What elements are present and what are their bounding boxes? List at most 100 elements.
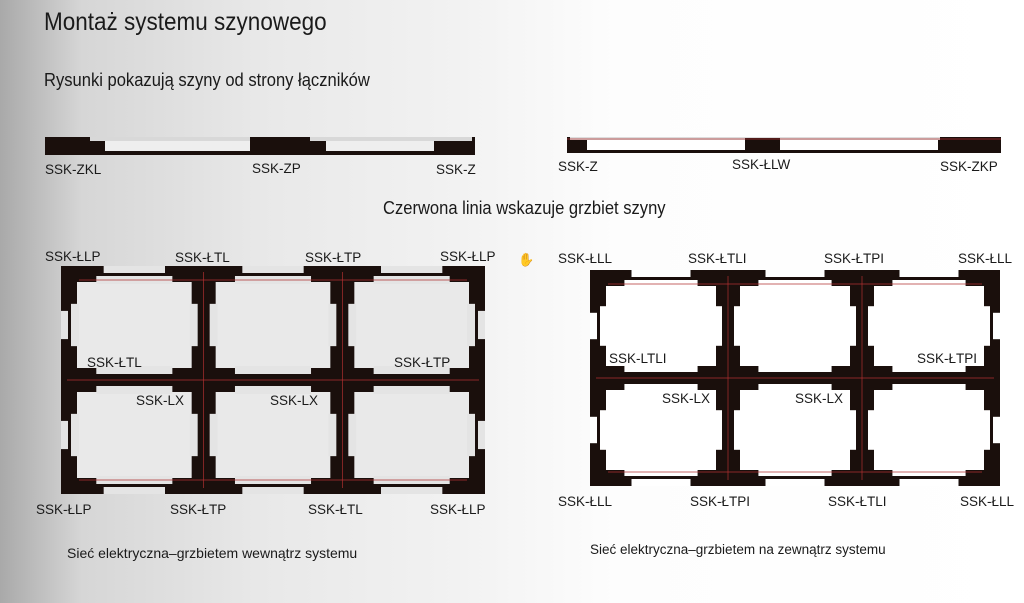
connector-gap bbox=[993, 312, 1000, 340]
rail-label: SSK-ZKP bbox=[940, 159, 998, 174]
grid-label: SSK-ŁLP bbox=[440, 249, 496, 264]
grid-label: SSK-ŁLP bbox=[430, 502, 486, 517]
rail-gap bbox=[310, 137, 472, 141]
connector-gap bbox=[467, 413, 475, 457]
left-caption: Sieć elektryczna–grzbietem wewnątrz syst… bbox=[67, 545, 358, 561]
grid-label: SSK-ŁLL bbox=[960, 494, 1015, 509]
grid-label: SSK-ŁTL bbox=[175, 250, 230, 265]
page-title: Montaż systemu szynowego bbox=[44, 8, 327, 36]
grid-cell bbox=[215, 282, 331, 368]
grid-label: SSK-ŁLL bbox=[558, 494, 613, 509]
connector-gap bbox=[348, 303, 357, 347]
connector-gap bbox=[61, 310, 68, 340]
connector-gap bbox=[209, 413, 218, 457]
grid-label: SSK-ŁTPI bbox=[690, 494, 751, 509]
grid-label: SSK-ŁLL bbox=[958, 251, 1013, 266]
grid-cell bbox=[740, 286, 850, 366]
connector-gap bbox=[234, 386, 312, 394]
connector-gap bbox=[590, 416, 597, 444]
rail-label: SSK-Z bbox=[436, 162, 476, 177]
connector-gap bbox=[209, 303, 218, 347]
connector-gap bbox=[848, 306, 856, 346]
rail-label: SSK-Z bbox=[558, 159, 598, 174]
right-caption: Sieć elektryczna–grzbietem na zewnątrz s… bbox=[590, 542, 886, 557]
grid-cell bbox=[354, 282, 469, 368]
grid-cell bbox=[740, 390, 850, 470]
grid-cell bbox=[354, 392, 469, 478]
connector-gap bbox=[631, 479, 691, 486]
connector-gap bbox=[328, 303, 337, 347]
connector-gap bbox=[982, 410, 990, 450]
grid-label: SSK-ŁTLI bbox=[828, 494, 887, 509]
grid-cell bbox=[215, 392, 331, 478]
connector-gap bbox=[993, 416, 1000, 444]
connector-gap bbox=[765, 479, 825, 486]
connector-gap bbox=[734, 306, 742, 346]
connector-gap bbox=[982, 306, 990, 346]
grid-label: SSK-ŁTP bbox=[170, 502, 227, 517]
grid-label: SSK-LX bbox=[662, 391, 711, 406]
grid-label: SSK-ŁTPI bbox=[824, 251, 885, 266]
grid-cell bbox=[874, 286, 984, 366]
connector-gap bbox=[373, 366, 450, 374]
grid-label: SSK-ŁLL bbox=[558, 251, 613, 266]
connector-gap bbox=[899, 479, 959, 486]
connector-gap bbox=[103, 487, 165, 494]
connector-gap bbox=[71, 413, 79, 457]
connector-gap bbox=[868, 306, 876, 346]
connector-gap bbox=[714, 306, 722, 346]
grid-cell bbox=[606, 390, 716, 470]
connector-gap bbox=[242, 487, 304, 494]
connector-gap bbox=[899, 270, 959, 277]
grid-label: SSK-ŁTP bbox=[394, 355, 451, 370]
connector-gap bbox=[381, 266, 443, 273]
grid-label: SSK-ŁTL bbox=[87, 355, 142, 370]
connector-gap bbox=[624, 384, 698, 392]
grid-label: SSK-ŁLP bbox=[36, 502, 92, 517]
grid-label: SSK-ŁLP bbox=[45, 249, 101, 264]
connector-gap bbox=[734, 410, 742, 450]
grid-label: SSK-ŁTL bbox=[308, 502, 363, 517]
connector-gap bbox=[348, 413, 357, 457]
connector-gap bbox=[600, 306, 608, 346]
connector-gap bbox=[381, 487, 443, 494]
grid-cell bbox=[77, 282, 192, 368]
connector-gap bbox=[590, 312, 597, 340]
connector-gap bbox=[758, 364, 832, 372]
connector-gap bbox=[892, 364, 966, 372]
connector-gap bbox=[373, 386, 450, 394]
connector-gap bbox=[189, 303, 198, 347]
grid-cell bbox=[606, 286, 716, 366]
grid-label: SSK-ŁTLI bbox=[688, 251, 747, 266]
connector-gap bbox=[758, 384, 832, 392]
connector-gap bbox=[61, 420, 68, 450]
grid-cell bbox=[77, 392, 192, 478]
red-line-note: Czerwona linia wskazuje grzbiet szyny bbox=[383, 198, 666, 218]
grid-label: SSK-ŁTPI bbox=[917, 351, 978, 366]
grid-label: SSK-LX bbox=[136, 393, 185, 408]
connector-gap bbox=[600, 410, 608, 450]
connector-gap bbox=[242, 266, 304, 273]
grid-label: SSK-LX bbox=[795, 391, 844, 406]
rail-gap bbox=[326, 141, 434, 151]
rail-label: SSK-ZKL bbox=[45, 162, 102, 177]
connector-gap bbox=[103, 266, 165, 273]
connector-gap bbox=[189, 413, 198, 457]
rail-gap bbox=[587, 140, 745, 150]
connector-gap bbox=[892, 384, 966, 392]
rail-gap bbox=[780, 140, 938, 150]
connector-gap bbox=[631, 270, 691, 277]
rail-gap bbox=[105, 141, 250, 151]
connector-gap bbox=[478, 420, 485, 450]
connector-gap bbox=[96, 366, 173, 374]
connector-gap bbox=[71, 303, 79, 347]
connector-gap bbox=[478, 310, 485, 340]
connector-gap bbox=[868, 410, 876, 450]
hand-cursor-icon: ✋ bbox=[518, 252, 535, 267]
grid-label: SSK-ŁTP bbox=[305, 250, 362, 265]
connector-gap bbox=[96, 386, 173, 394]
rail-label: SSK-ŁLW bbox=[732, 157, 791, 172]
grid-label: SSK-LTLI bbox=[609, 351, 667, 366]
subtitle: Rysunki pokazują szyny od strony łącznik… bbox=[44, 70, 370, 90]
